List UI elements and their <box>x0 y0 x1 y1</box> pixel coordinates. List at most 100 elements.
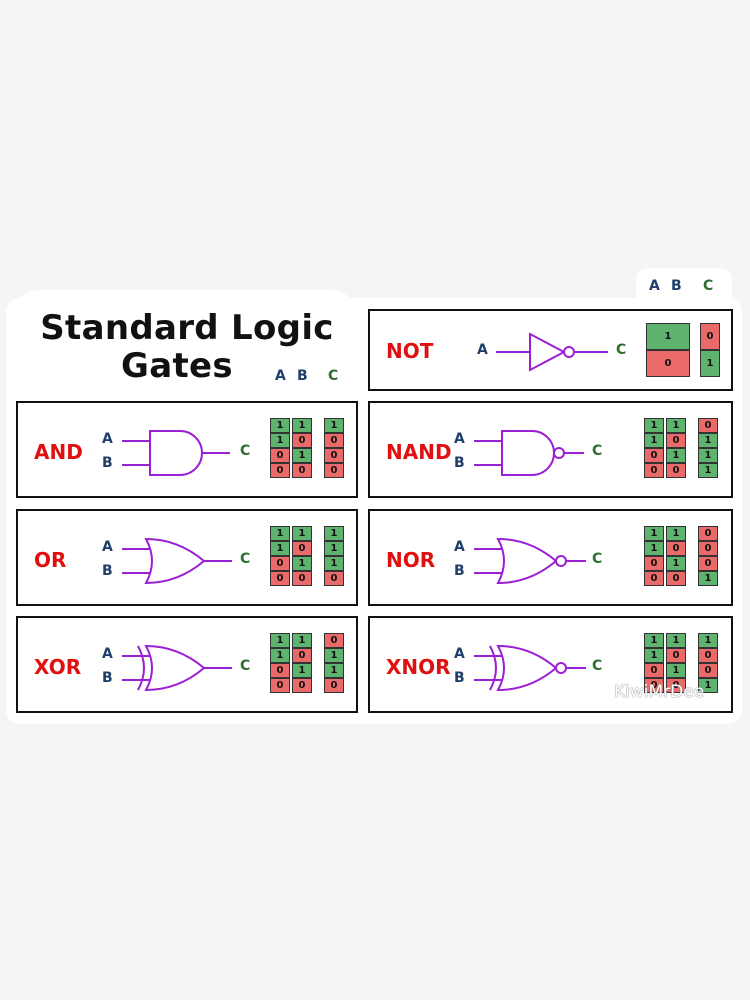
truth-cell-input: 1 <box>644 418 664 433</box>
truth-cell-output: 0 <box>324 433 344 448</box>
truth-cell-input: 0 <box>292 463 312 478</box>
gate-name: NAND <box>386 440 452 464</box>
truth-cell-input: 0 <box>270 678 290 693</box>
truth-cell-input: 1 <box>666 556 686 571</box>
output-c-label: C <box>240 443 251 459</box>
output-c-label: C <box>616 342 627 358</box>
input-a-label: A <box>477 342 488 358</box>
truth-cell-output: 0 <box>324 571 344 586</box>
truth-cell-output: 0 <box>324 633 344 648</box>
truth-cell-input: 0 <box>644 463 664 478</box>
gate-name: OR <box>34 548 67 572</box>
truth-cell-input: 1 <box>644 648 664 663</box>
truth-cell-input: 1 <box>666 418 686 433</box>
gate-name: AND <box>34 440 83 464</box>
truth-cell-input: 1 <box>644 433 664 448</box>
truth-cell-input: 1 <box>644 633 664 648</box>
input-a-label: A <box>102 431 113 447</box>
truth-cell-input: 1 <box>666 526 686 541</box>
header-a-right: A <box>649 278 660 294</box>
truth-cell-input: 0 <box>644 678 664 693</box>
truth-cell-input: 1 <box>666 448 686 463</box>
truth-cell-input: 0 <box>666 541 686 556</box>
truth-cell-input: 1 <box>292 663 312 678</box>
truth-cell-input: 1 <box>292 448 312 463</box>
truth-cell-input: 0 <box>270 571 290 586</box>
sticker-background-title <box>10 290 360 400</box>
truth-cell-output: 0 <box>324 448 344 463</box>
truth-cell-input: 1 <box>270 526 290 541</box>
input-a-label: A <box>454 539 465 555</box>
truth-cell-input: 1 <box>292 418 312 433</box>
truth-cell-input: 0 <box>270 556 290 571</box>
gate-name: NOR <box>386 548 436 572</box>
input-a-label: A <box>102 539 113 555</box>
header-c-right: C <box>703 278 714 294</box>
truth-cell-output: 0 <box>698 526 718 541</box>
truth-cell-input: 1 <box>270 433 290 448</box>
truth-cell-output: 0 <box>700 323 720 350</box>
truth-cell-input: 0 <box>292 678 312 693</box>
truth-cell-output: 1 <box>324 648 344 663</box>
input-b-label: B <box>454 670 465 686</box>
truth-cell-input: 0 <box>270 463 290 478</box>
gate-name: XNOR <box>386 655 451 679</box>
truth-cell-output: 1 <box>700 350 720 377</box>
truth-cell-input: 0 <box>666 433 686 448</box>
and-gate-symbol <box>122 430 230 476</box>
truth-cell-input: 0 <box>644 571 664 586</box>
truth-cell-input: 0 <box>666 648 686 663</box>
not-gate-symbol <box>496 332 608 372</box>
xor-gate-symbol <box>122 644 232 692</box>
truth-cell-output: 1 <box>698 463 718 478</box>
truth-cell-output: 1 <box>698 433 718 448</box>
truth-cell-input: 1 <box>270 418 290 433</box>
input-b-label: B <box>454 455 465 471</box>
gate-name: NOT <box>386 339 434 363</box>
truth-cell-output: 1 <box>324 663 344 678</box>
or-gate-symbol <box>122 537 232 585</box>
truth-cell-input: 1 <box>666 633 686 648</box>
truth-cell-output: 1 <box>698 448 718 463</box>
header-a-left: A <box>275 368 286 384</box>
truth-cell-input: 0 <box>270 663 290 678</box>
truth-cell-input: 1 <box>646 323 690 350</box>
output-c-label: C <box>592 443 603 459</box>
truth-cell-input: 0 <box>292 433 312 448</box>
truth-cell-input: 1 <box>292 556 312 571</box>
truth-cell-input: 1 <box>644 526 664 541</box>
header-b-right: B <box>671 278 682 294</box>
truth-cell-input: 1 <box>292 526 312 541</box>
truth-cell-input: 0 <box>646 350 690 377</box>
truth-cell-input: 1 <box>270 541 290 556</box>
page-title: Standard Logic Gates <box>24 309 350 385</box>
output-c-label: C <box>240 658 251 674</box>
truth-cell-output: 1 <box>324 541 344 556</box>
truth-cell-input: 0 <box>666 571 686 586</box>
truth-cell-input: 1 <box>666 663 686 678</box>
input-a-label: A <box>454 646 465 662</box>
truth-cell-input: 1 <box>270 648 290 663</box>
truth-cell-output: 1 <box>698 571 718 586</box>
output-c-label: C <box>592 658 603 674</box>
truth-cell-output: 1 <box>698 678 718 693</box>
sticker-background-tab <box>636 268 732 308</box>
xnor-gate-symbol <box>474 644 586 692</box>
truth-cell-output: 0 <box>324 678 344 693</box>
nand-gate-symbol <box>474 430 584 476</box>
truth-cell-input: 0 <box>666 678 686 693</box>
truth-cell-output: 0 <box>698 663 718 678</box>
truth-cell-input: 0 <box>644 556 664 571</box>
title-line-1: Standard Logic <box>40 308 334 348</box>
truth-cell-input: 0 <box>644 663 664 678</box>
truth-cell-output: 0 <box>698 418 718 433</box>
input-b-label: B <box>102 563 113 579</box>
input-b-label: B <box>102 455 113 471</box>
truth-cell-output: 0 <box>698 541 718 556</box>
